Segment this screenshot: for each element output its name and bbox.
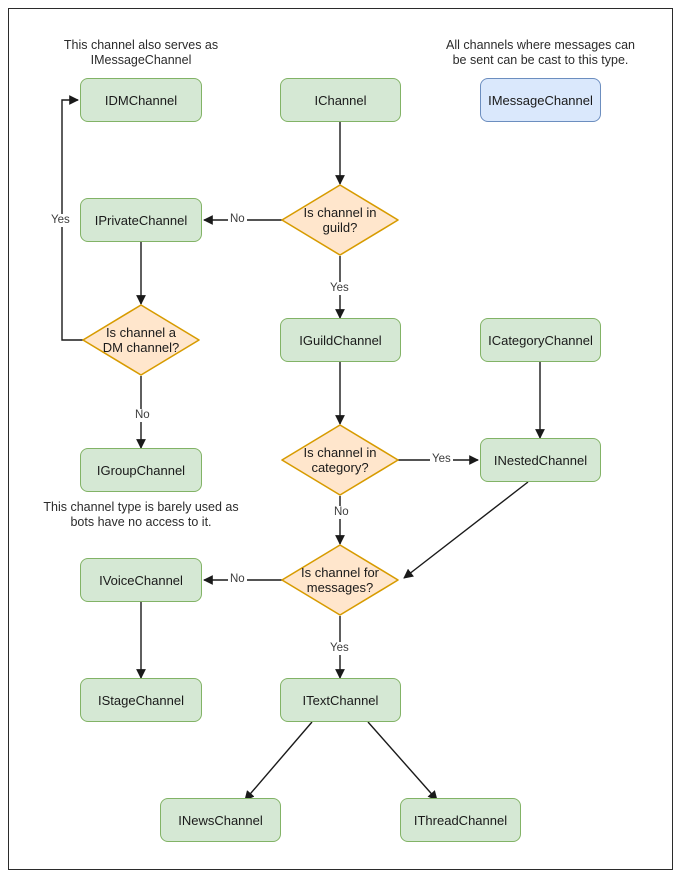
edge-label-guild-yes: Yes: [328, 282, 351, 295]
edge-label-messages-no: No: [228, 573, 247, 586]
node-label: ITextChannel: [302, 692, 379, 708]
node-label: INestedChannel: [493, 452, 588, 468]
node-label: IDMChannel: [104, 92, 178, 108]
node-ivoice-channel[interactable]: IVoiceChannel: [80, 558, 202, 602]
diamond-shape: [281, 424, 399, 496]
node-igroup-channel[interactable]: IGroupChannel: [80, 448, 202, 492]
decision-label: Is channel in guild?: [303, 205, 377, 235]
note-group-channel: This channel type is barely used as bots…: [43, 500, 239, 529]
node-label: IGuildChannel: [299, 332, 382, 348]
decision-label: Is channel in category?: [303, 445, 377, 475]
node-label: IStageChannel: [97, 692, 184, 708]
decision-is-channel-in-category[interactable]: Is channel in category?: [281, 424, 399, 496]
node-ithread-channel[interactable]: IThreadChannel: [400, 798, 521, 842]
edge-label-guild-no: No: [228, 213, 247, 226]
node-inested-channel[interactable]: INestedChannel: [480, 438, 601, 482]
edge-label-dm-no: No: [133, 409, 152, 422]
node-inews-channel[interactable]: INewsChannel: [160, 798, 281, 842]
node-idm-channel[interactable]: IDMChannel: [80, 78, 202, 122]
edge-label-category-no: No: [332, 506, 351, 519]
diamond-shape: [281, 184, 399, 256]
node-itext-channel[interactable]: ITextChannel: [280, 678, 401, 722]
edge-label-messages-yes: Yes: [328, 642, 351, 655]
node-icategory-channel[interactable]: ICategoryChannel: [480, 318, 601, 362]
node-label: INewsChannel: [178, 812, 263, 828]
edge-label-category-yes: Yes: [430, 453, 453, 466]
node-label: IPrivateChannel: [94, 212, 188, 228]
node-ichannel[interactable]: IChannel: [280, 78, 401, 122]
decision-is-channel-a-dm-channel[interactable]: Is channel a DM channel?: [82, 304, 200, 376]
decision-is-channel-for-messages[interactable]: Is channel for messages?: [281, 544, 399, 616]
decision-label: Is channel for messages?: [300, 565, 380, 595]
diamond-shape: [281, 544, 399, 616]
node-label: IChannel: [314, 92, 367, 108]
node-label: IMessageChannel: [488, 92, 593, 108]
decision-is-channel-in-guild[interactable]: Is channel in guild?: [281, 184, 399, 256]
node-iprivate-channel[interactable]: IPrivateChannel: [80, 198, 202, 242]
node-label: ICategoryChannel: [488, 332, 593, 348]
note-dm-channel: This channel also serves as IMessageChan…: [63, 38, 219, 67]
diamond-shape: [82, 304, 200, 376]
node-label: IVoiceChannel: [99, 572, 183, 588]
node-label: IThreadChannel: [413, 812, 508, 828]
node-iguild-channel[interactable]: IGuildChannel: [280, 318, 401, 362]
edge-label-dm-yes: Yes: [49, 214, 72, 227]
decision-label: Is channel a DM channel?: [102, 325, 180, 355]
node-istage-channel[interactable]: IStageChannel: [80, 678, 202, 722]
node-label: IGroupChannel: [96, 462, 186, 478]
node-imessage-channel[interactable]: IMessageChannel: [480, 78, 601, 122]
note-message-channel: All channels where messages can be sent …: [446, 38, 635, 67]
